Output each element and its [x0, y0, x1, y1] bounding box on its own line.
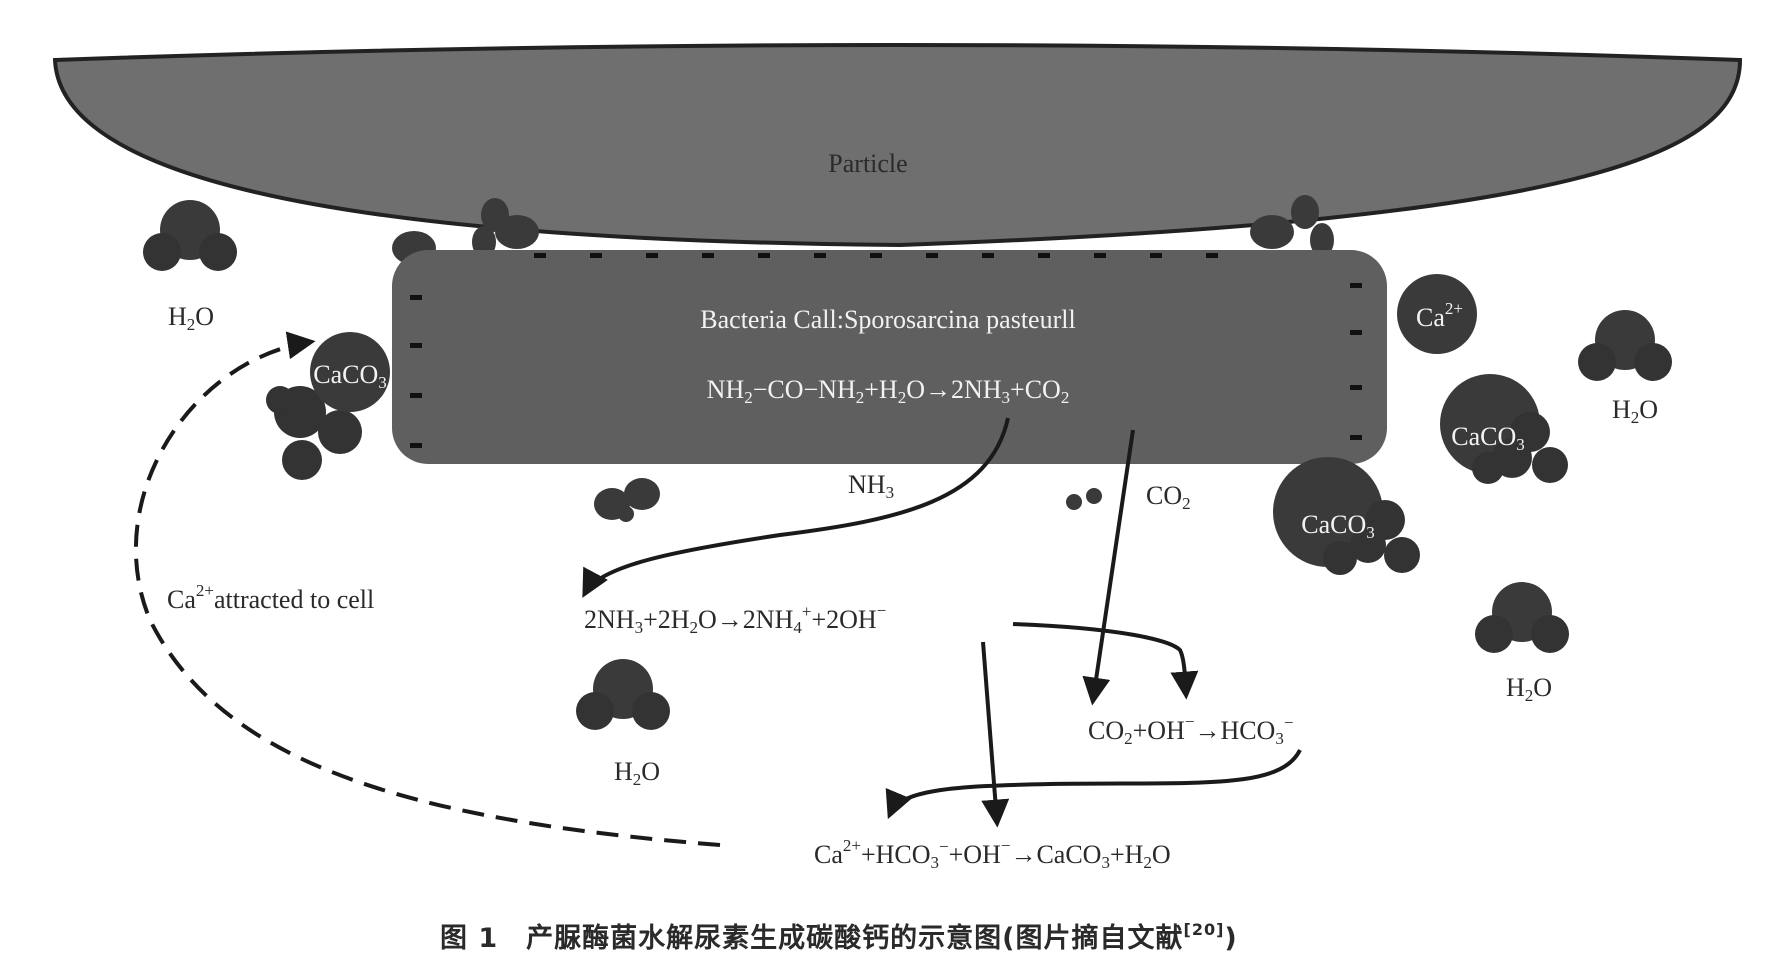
- bicarbonate-equation: CO2+OH−→HCO3−: [1088, 712, 1293, 748]
- ca-ion-right: [1397, 274, 1477, 354]
- caco3-label-right-lower: CaCO3: [1301, 510, 1375, 542]
- arrow-co2: [1082, 429, 1135, 706]
- figure-caption: 图 1 产脲酶菌水解尿素生成碳酸钙的示意图(图片摘自文献[20]): [440, 920, 1238, 954]
- ammonia-equation: 2NH3+2H2O→2NH4++2OH−: [584, 601, 886, 637]
- water-label-lower-right: H2O: [1506, 673, 1552, 705]
- calcite-equation: Ca2++HCO3−+OH−→CaCO3+H2O: [814, 836, 1171, 872]
- contact-blobs-right: [1250, 195, 1334, 257]
- caco3-label-left: CaCO3: [313, 360, 387, 392]
- co2-label: CO2: [1146, 481, 1191, 513]
- ca-ion-label: Ca2+: [1416, 299, 1463, 332]
- caco3-label-right-upper: CaCO3: [1451, 422, 1525, 454]
- water-label-topleft: H2O: [168, 302, 214, 334]
- caco3-cluster-right-upper: [1440, 374, 1568, 484]
- water-label-bottom: H2O: [614, 757, 660, 789]
- arrow-oh-down: [981, 641, 1010, 828]
- water-molecule-topleft: [143, 200, 237, 271]
- cell-wall-dashes: [410, 253, 1362, 448]
- water-molecule-lower-right: [1475, 582, 1569, 653]
- bacteria-cell: [392, 250, 1387, 464]
- water-molecule-bottom: [576, 659, 670, 730]
- particle-shape: [52, 43, 1743, 248]
- particle-label: Particle: [828, 149, 907, 178]
- arrow-hco3: [885, 749, 1302, 820]
- co2-molecule: [1066, 488, 1102, 510]
- water-molecule-right: [1578, 310, 1672, 381]
- arrow-nh3: [582, 417, 1010, 598]
- nh3-label: NH3: [848, 470, 894, 502]
- nh3-molecule: [594, 478, 660, 522]
- urea-hydrolysis-equation: NH2−CO−NH2+H2O→2NH3+CO2: [707, 375, 1070, 407]
- ca-attracted-label: Ca2+attracted to cell: [167, 581, 374, 614]
- caco3-cluster-right-lower: [1273, 457, 1420, 575]
- water-label-right: H2O: [1612, 395, 1658, 427]
- arrow-ca-attracted: [133, 331, 721, 847]
- arrow-oh-to-co2: [1012, 622, 1199, 700]
- cell-title: Bacteria Call:Sporosarcina pasteurll: [700, 305, 1075, 334]
- caco3-cluster-left: [266, 332, 390, 480]
